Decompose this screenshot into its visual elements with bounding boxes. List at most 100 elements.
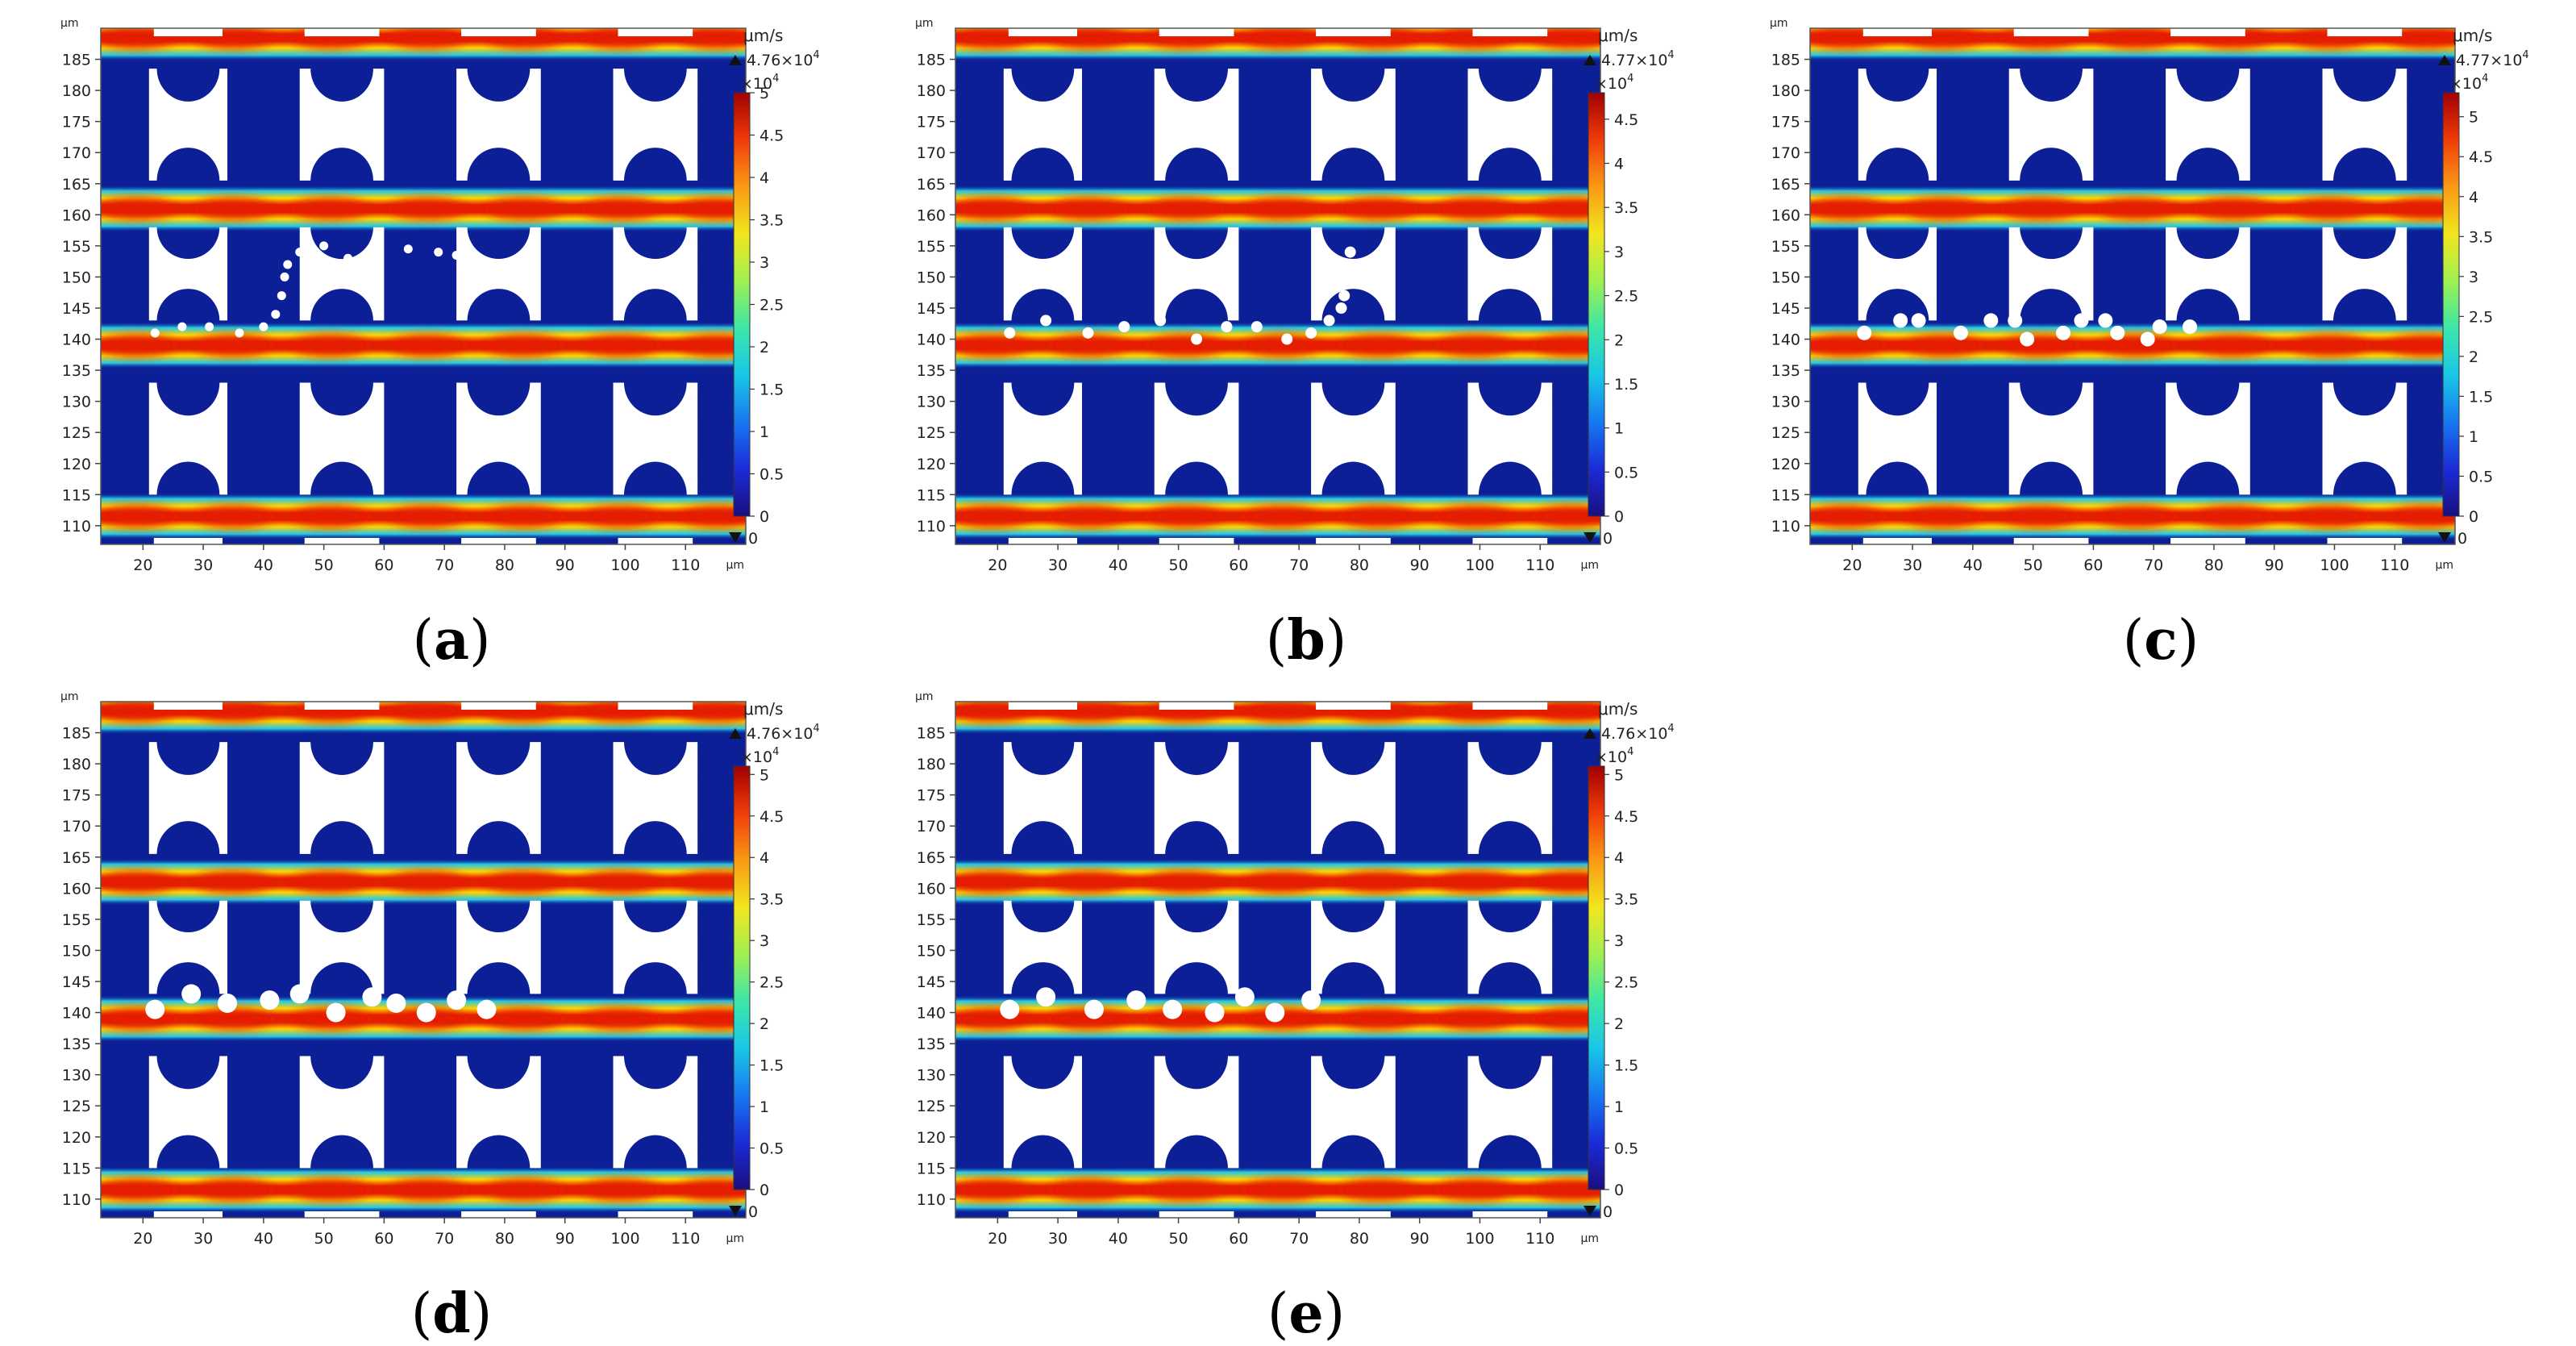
colorbar-max-label: 4.76×104 xyxy=(1601,723,1675,743)
bubble-dot xyxy=(403,244,413,254)
bubble-dot xyxy=(1126,990,1147,1011)
y-tick-label: 175 xyxy=(62,787,91,805)
pillar xyxy=(613,900,698,994)
bubble-dot xyxy=(181,984,202,1004)
bubble-dot xyxy=(145,999,165,1019)
bubble-dot xyxy=(416,1002,436,1023)
colorbar-tick-label: 4 xyxy=(1614,156,1624,173)
pillar xyxy=(1154,227,1239,321)
x-tick-label: 20 xyxy=(988,1230,1007,1248)
colorbar xyxy=(733,92,751,517)
y-tick-label: 115 xyxy=(917,486,946,504)
pillar xyxy=(1467,900,1553,994)
colorbar-min-label: 0 xyxy=(748,530,758,548)
x-tick-label: 40 xyxy=(1109,1230,1128,1248)
x-tick-label: 20 xyxy=(1842,556,1862,574)
y-tick-label: 110 xyxy=(62,1191,91,1209)
y-tick-label: 175 xyxy=(917,787,946,805)
y-tick-label: 115 xyxy=(1771,486,1800,504)
bubble-dot xyxy=(434,248,443,257)
bubble-dot xyxy=(1004,327,1016,339)
colorbar-tick-label: 0.5 xyxy=(1614,1140,1638,1158)
x-tick-label: 60 xyxy=(2083,556,2103,574)
x-tick-label: 30 xyxy=(1048,556,1067,574)
x-tick-label: 80 xyxy=(1350,556,1369,574)
bubble-dot xyxy=(343,253,353,263)
pillar xyxy=(299,742,385,854)
y-tick-label: 125 xyxy=(917,424,946,442)
y-tick-label: 160 xyxy=(917,880,946,898)
x-tick-label: 100 xyxy=(1465,556,1494,574)
colorbar-tick-label: 2 xyxy=(759,339,769,356)
colorbar-tick-label: 1 xyxy=(2469,428,2478,446)
x-tick-label: 90 xyxy=(556,1230,575,1248)
y-tick-label: 125 xyxy=(917,1098,946,1115)
colorbar-tick-label: 2.5 xyxy=(759,297,784,315)
colorbar-tick-label: 3.5 xyxy=(759,891,784,909)
colorbar-min-label: 0 xyxy=(1603,1203,1613,1221)
y-tick-label: 150 xyxy=(62,269,91,286)
bubble-dot xyxy=(1953,325,1968,340)
pillar xyxy=(299,227,385,321)
pillar xyxy=(148,900,228,994)
pillar xyxy=(1311,227,1396,321)
y-tick-label: 170 xyxy=(62,144,91,162)
colorbar-tick-label: 3.5 xyxy=(2469,228,2493,246)
x-tick-label: 20 xyxy=(133,556,152,574)
x-tick-label: 100 xyxy=(1465,1230,1494,1248)
pillar xyxy=(148,382,228,495)
x-tick-label: 90 xyxy=(1410,1230,1429,1248)
x-tick-label: 30 xyxy=(194,556,213,574)
colorbar-tick-label: 4 xyxy=(759,849,769,867)
bubble-dot xyxy=(1191,333,1203,345)
x-tick-label: 50 xyxy=(1169,556,1188,574)
colorbar-tick-label: 0 xyxy=(759,1181,769,1199)
pillar xyxy=(2166,69,2250,181)
x-tick-label: 80 xyxy=(495,556,514,574)
bubble-dot xyxy=(476,999,497,1019)
colorbar-min-label: 0 xyxy=(748,1203,758,1221)
pillar xyxy=(1858,69,1937,181)
pillar xyxy=(613,742,698,854)
pillar xyxy=(456,382,541,495)
pillar xyxy=(1467,1056,1553,1169)
colorbar-tick-label: 2.5 xyxy=(2469,308,2493,326)
colorbar-tick-label: 3 xyxy=(759,254,769,272)
bubble-dot xyxy=(271,310,281,319)
pillar xyxy=(299,382,385,495)
bubble-dot xyxy=(1082,327,1094,339)
y-tick-label: 135 xyxy=(62,1036,91,1053)
colorbar-tick-label: 5 xyxy=(759,766,769,784)
x-tick-label: 90 xyxy=(556,556,575,574)
pillar xyxy=(1003,1056,1083,1169)
x-tick-label: 60 xyxy=(374,556,393,574)
pillar xyxy=(148,227,228,321)
colorbar-unit-label: μm/s xyxy=(743,26,783,45)
bubble-dot xyxy=(1118,321,1130,333)
bubble-dot xyxy=(235,328,244,338)
colorbar-max-label: 4.76×104 xyxy=(747,723,820,743)
y-tick-label: 185 xyxy=(1771,52,1800,69)
x-tick-label: 80 xyxy=(2204,556,2224,574)
bubble-dot xyxy=(319,241,329,251)
bubble-dot xyxy=(1155,315,1167,327)
y-tick-label: 130 xyxy=(917,1067,946,1085)
y-tick-label: 180 xyxy=(917,756,946,773)
colorbar-tick-label: 2.5 xyxy=(759,974,784,992)
bubble-dot xyxy=(218,993,238,1013)
x-tick-label: 100 xyxy=(610,1230,639,1248)
y-tick-label: 145 xyxy=(62,973,91,991)
bubble-dot xyxy=(205,322,214,331)
pillar xyxy=(2008,382,2094,495)
bubble-dot xyxy=(277,291,286,301)
pillar xyxy=(2322,382,2407,495)
pillar xyxy=(1858,227,1937,321)
y-tick-label: 120 xyxy=(917,1129,946,1147)
pillar xyxy=(1154,1056,1239,1169)
bubble-dot xyxy=(1911,313,1926,328)
x-tick-label: 110 xyxy=(1525,1230,1554,1248)
bubble-dot xyxy=(1163,999,1183,1019)
